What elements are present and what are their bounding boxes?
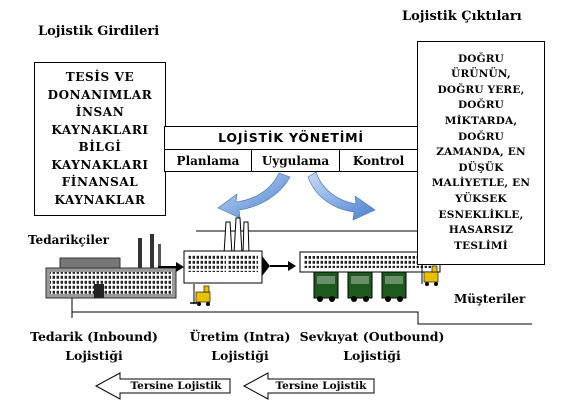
inputs-line: KAYNAKLAR: [54, 192, 146, 207]
stage-planning: Planlama: [165, 149, 251, 171]
management-stages: Planlama Uygulama Kontrol: [165, 149, 417, 171]
outputs-line: MİKTARDA,: [444, 115, 518, 128]
reverse-arrow: [242, 372, 375, 400]
truck-icon: [313, 271, 339, 302]
flow-lines: [71, 230, 532, 325]
outputs-line: ZAMANDA, EN: [436, 146, 526, 159]
inbound-logistics-label: Tedarik (Inbound) Lojistiği: [30, 329, 158, 363]
outputs-line: HASARSIZ: [448, 224, 514, 237]
truck-icon: [381, 271, 407, 302]
forklift-icon: [421, 264, 439, 286]
outputs-line: DOĞRU YERE,: [437, 83, 525, 96]
inputs-line: FİNANSAL: [61, 175, 139, 189]
inputs-line: BİLGİ: [78, 140, 122, 154]
inputs-line: İNSAN: [75, 105, 125, 119]
outputs-box: DOĞRU ÜRÜNÜN, DOĞRU YERE, DOĞRU MİKTARDA…: [417, 41, 545, 265]
outputs-line: MALİYETLE, EN: [431, 177, 531, 190]
inputs-line: TESİS VE: [65, 70, 135, 84]
curved-arrow-icon: [307, 171, 376, 221]
truck-icon: [347, 271, 373, 302]
supplier-factory-icon: [45, 234, 177, 299]
outputs-line: TESLİMİ: [454, 239, 508, 252]
inputs-line: KAYNAKLARI: [51, 122, 149, 137]
reverse-arrow: [94, 372, 231, 400]
outputs-line: DOĞRU: [457, 52, 505, 65]
inputs-line: DONANIMLAR: [47, 87, 153, 102]
inputs-line: KAYNAKLARI: [51, 157, 149, 172]
outputs-line: DOĞRU: [457, 99, 505, 112]
forklift-icon: [190, 284, 211, 306]
curved-arrow-icon: [217, 172, 291, 219]
management-box: LOJİSTİK YÖNETİMİ Planlama Uygulama Kont…: [164, 126, 418, 172]
reverse-logistics-label: Tersine Lojistik: [130, 380, 222, 392]
inputs-box: TESİS VE DONANIMLAR İNSAN KAYNAKLARI BİL…: [34, 62, 166, 216]
intra-logistics-label: Üretim (Intra) Lojistiği: [189, 329, 291, 363]
stage-control: Kontrol: [339, 149, 417, 171]
suppliers-label: Tedarikçiler: [28, 233, 109, 247]
reverse-logistics-label: Tersine Lojistik: [275, 380, 367, 392]
production-plant-icon: [183, 217, 270, 284]
stage-execution: Uygulama: [251, 149, 339, 171]
outputs-line: ESNEKLİKLE,: [438, 208, 524, 221]
outputs-line: DÜŞÜK: [458, 161, 504, 174]
outputs-title: Lojistik Çıktıları: [402, 9, 522, 24]
outputs-line: YÜKSEK: [455, 192, 507, 205]
inputs-title: Lojistik Girdileri: [38, 24, 160, 39]
flow-arrow: [158, 261, 296, 272]
management-title: LOJİSTİK YÖNETİMİ: [218, 130, 364, 145]
customers-label: Müşteriler: [454, 292, 526, 306]
outputs-line: DOĞRU: [457, 130, 505, 143]
outputs-line: ÜRÜNÜN,: [451, 68, 511, 81]
outbound-logistics-label: Sevkıyat (Outbound) Lojistiği: [299, 329, 445, 363]
